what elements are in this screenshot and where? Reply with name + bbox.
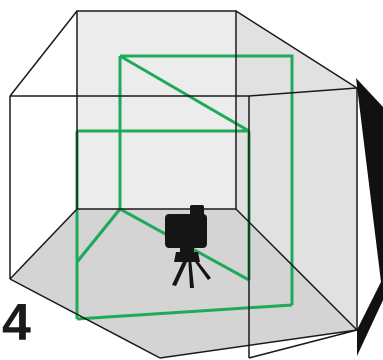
box-shadow-bottom [357,282,383,356]
figure-number: 4 [2,294,31,352]
cross-line-laser-on-tripod-icon [165,205,211,288]
room-outline [9,10,358,359]
floor [10,209,357,358]
laser-vertical-back [120,54,294,305]
back-wall [77,11,236,209]
laser-floor-3 [75,208,122,263]
laser-cross-top [119,54,250,133]
box-shadow [356,78,383,355]
laser-floor-2 [76,303,293,321]
